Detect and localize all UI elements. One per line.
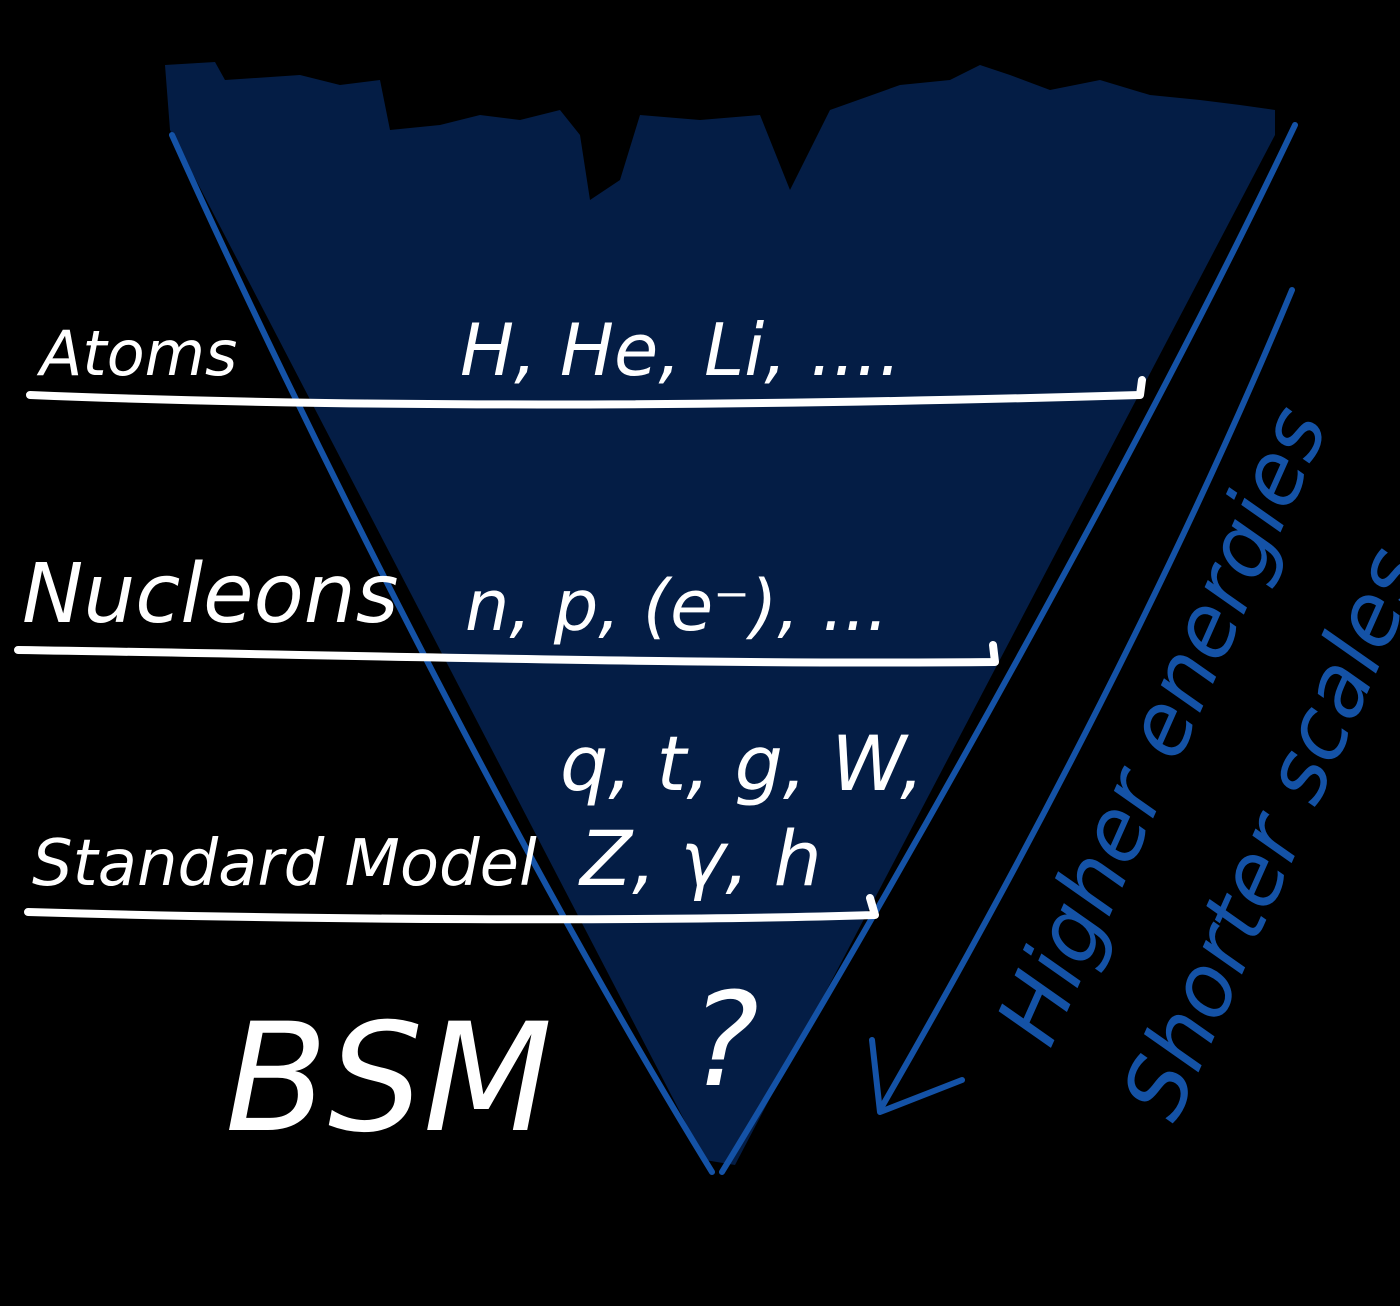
funnel-right-edge: [719, 122, 1298, 1175]
level-label-standard-model: Standard Model: [32, 827, 537, 901]
level-contents-bsm: ?: [690, 964, 759, 1116]
arrow-head-icon: [869, 1037, 965, 1115]
level-label-nucleons: Nucleons: [22, 547, 399, 642]
level-contents-standard-model-line2: Z, γ, h: [578, 814, 822, 903]
level-contents-nucleons: n, p, (e⁻), ...: [465, 565, 889, 647]
divider-standard-model: [24, 894, 879, 924]
divider-nucleons: [14, 641, 999, 667]
level-contents-atoms: H, He, Li, ....: [460, 308, 902, 392]
level-label-bsm: BSM: [225, 992, 553, 1166]
funnel-shape: [165, 62, 1275, 1165]
level-contents-standard-model-line1: q, t, g, W,: [560, 719, 924, 808]
funnel-left-edge: [169, 132, 715, 1175]
level-label-atoms: Atoms: [36, 317, 237, 390]
divider-atoms: [26, 376, 1146, 409]
arrow-shaft: [877, 287, 1295, 1113]
